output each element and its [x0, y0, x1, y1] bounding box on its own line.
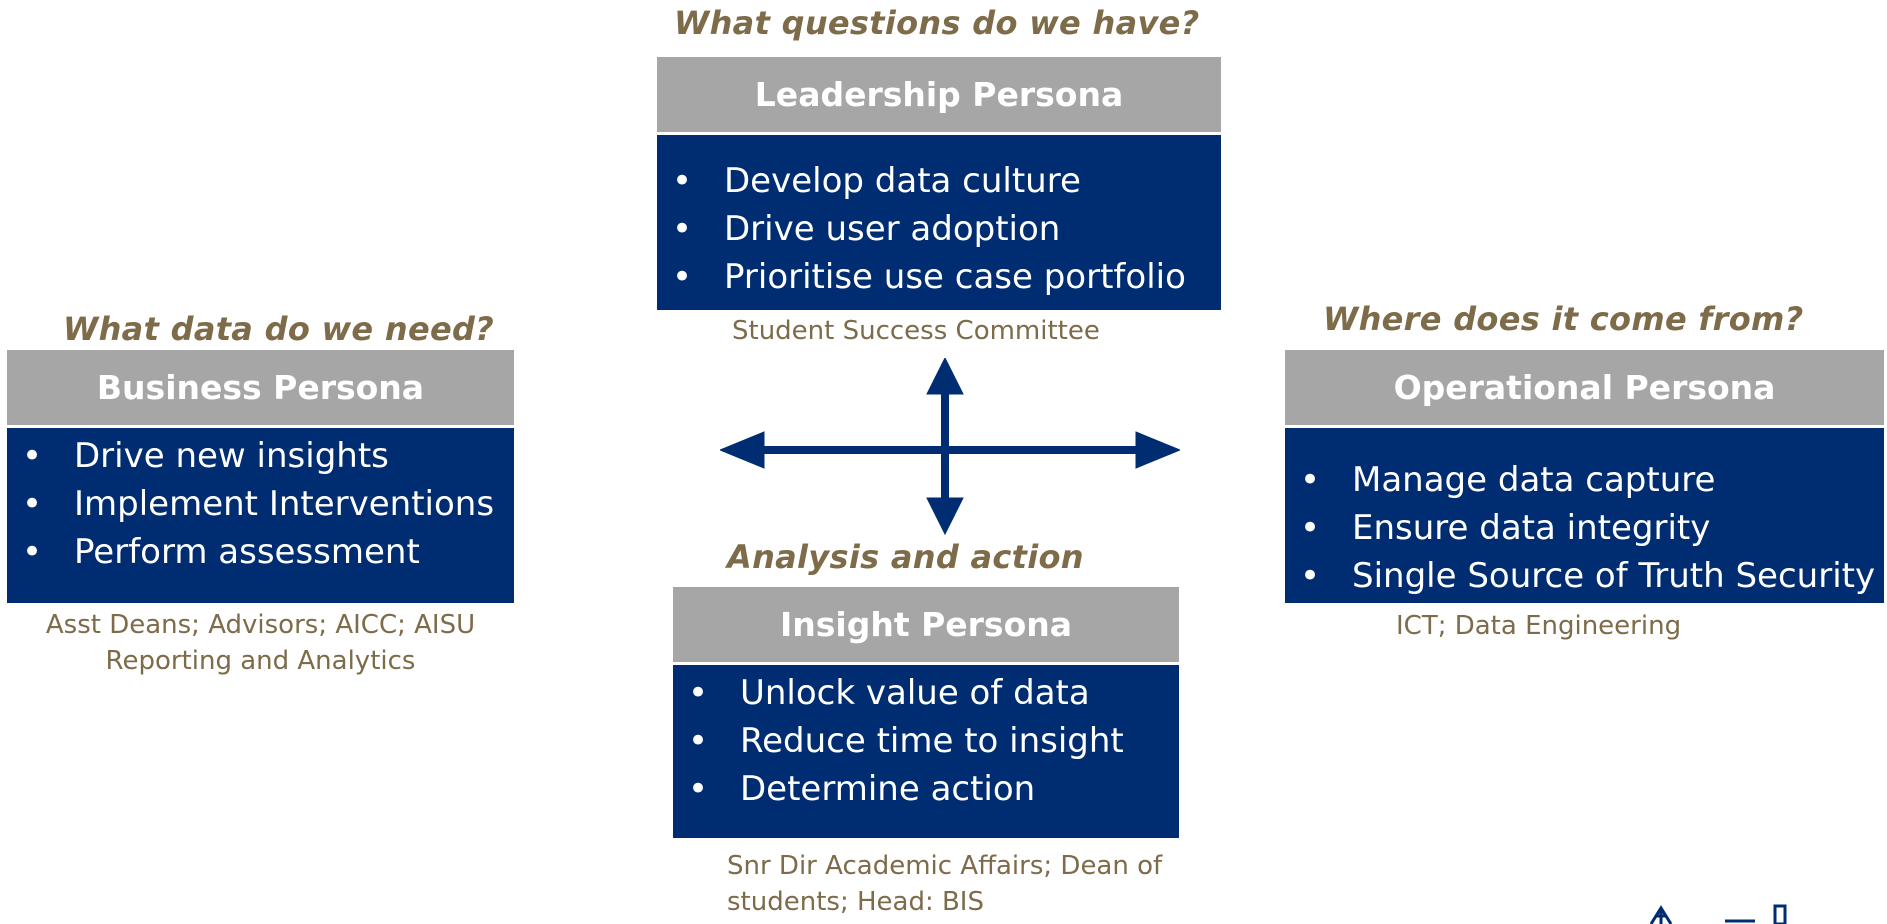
down-arrowhead: [926, 497, 964, 536]
leadership-persona-items: Develop data culture Drive user adoption…: [657, 135, 1221, 310]
list-item: Manage data capture: [1300, 456, 1884, 504]
operational-caption: ICT; Data Engineering: [1396, 611, 1682, 641]
list-item: Implement Interventions: [22, 480, 514, 528]
list-item: Develop data culture: [672, 157, 1221, 205]
business-persona-title: Business Persona: [7, 350, 514, 428]
business-caption-line: Reporting and Analytics: [105, 646, 416, 676]
insight-caption-line: students; Head: BIS: [727, 887, 984, 917]
insight-caption: Snr Dir Academic Affairs; Dean of studen…: [727, 848, 1162, 920]
insight-question: Analysis and action: [727, 538, 1084, 576]
list-item: Ensure data integrity: [1300, 504, 1884, 552]
business-persona-box: Business Persona Drive new insights Impl…: [7, 350, 514, 603]
leadership-caption: Student Success Committee: [732, 316, 1100, 346]
insight-persona-items: Unlock value of data Reduce time to insi…: [673, 665, 1179, 838]
list-item: Prioritise use case portfolio: [672, 253, 1221, 301]
leadership-persona-title: Leadership Persona: [657, 57, 1221, 135]
insight-caption-line: Snr Dir Academic Affairs; Dean of: [727, 851, 1163, 881]
list-item: Reduce time to insight: [688, 717, 1179, 765]
list-item: Drive user adoption: [672, 205, 1221, 253]
business-caption-line: Asst Deans; Advisors; AICC; AISU: [45, 610, 476, 640]
operational-question: Where does it come from?: [1323, 300, 1804, 338]
list-item: Unlock value of data: [688, 669, 1179, 717]
insight-persona-title: Insight Persona: [673, 587, 1179, 665]
four-way-arrow-icon: [720, 358, 1180, 536]
business-persona-items: Drive new insights Implement Interventio…: [7, 428, 514, 603]
list-item: Perform assessment: [22, 528, 514, 576]
list-item: Determine action: [688, 765, 1179, 813]
operational-persona-title: Operational Persona: [1285, 350, 1884, 428]
leadership-persona-box: Leadership Persona Develop data culture …: [657, 57, 1221, 310]
leadership-question: What questions do we have?: [674, 4, 1200, 42]
operational-persona-box: Operational Persona Manage data capture …: [1285, 350, 1884, 603]
list-item: Drive new insights: [22, 432, 514, 480]
insight-persona-box: Insight Persona Unlock value of data Red…: [673, 587, 1179, 838]
list-item: Single Source of Truth Security: [1300, 552, 1884, 600]
right-arrowhead: [1135, 431, 1180, 469]
up-arrowhead: [926, 358, 964, 395]
business-caption: Asst Deans; Advisors; AICC; AISU Reporti…: [7, 607, 514, 679]
left-arrowhead: [720, 431, 765, 469]
operational-persona-items: Manage data capture Ensure data integrit…: [1285, 428, 1884, 603]
business-question: What data do we need?: [63, 310, 495, 348]
